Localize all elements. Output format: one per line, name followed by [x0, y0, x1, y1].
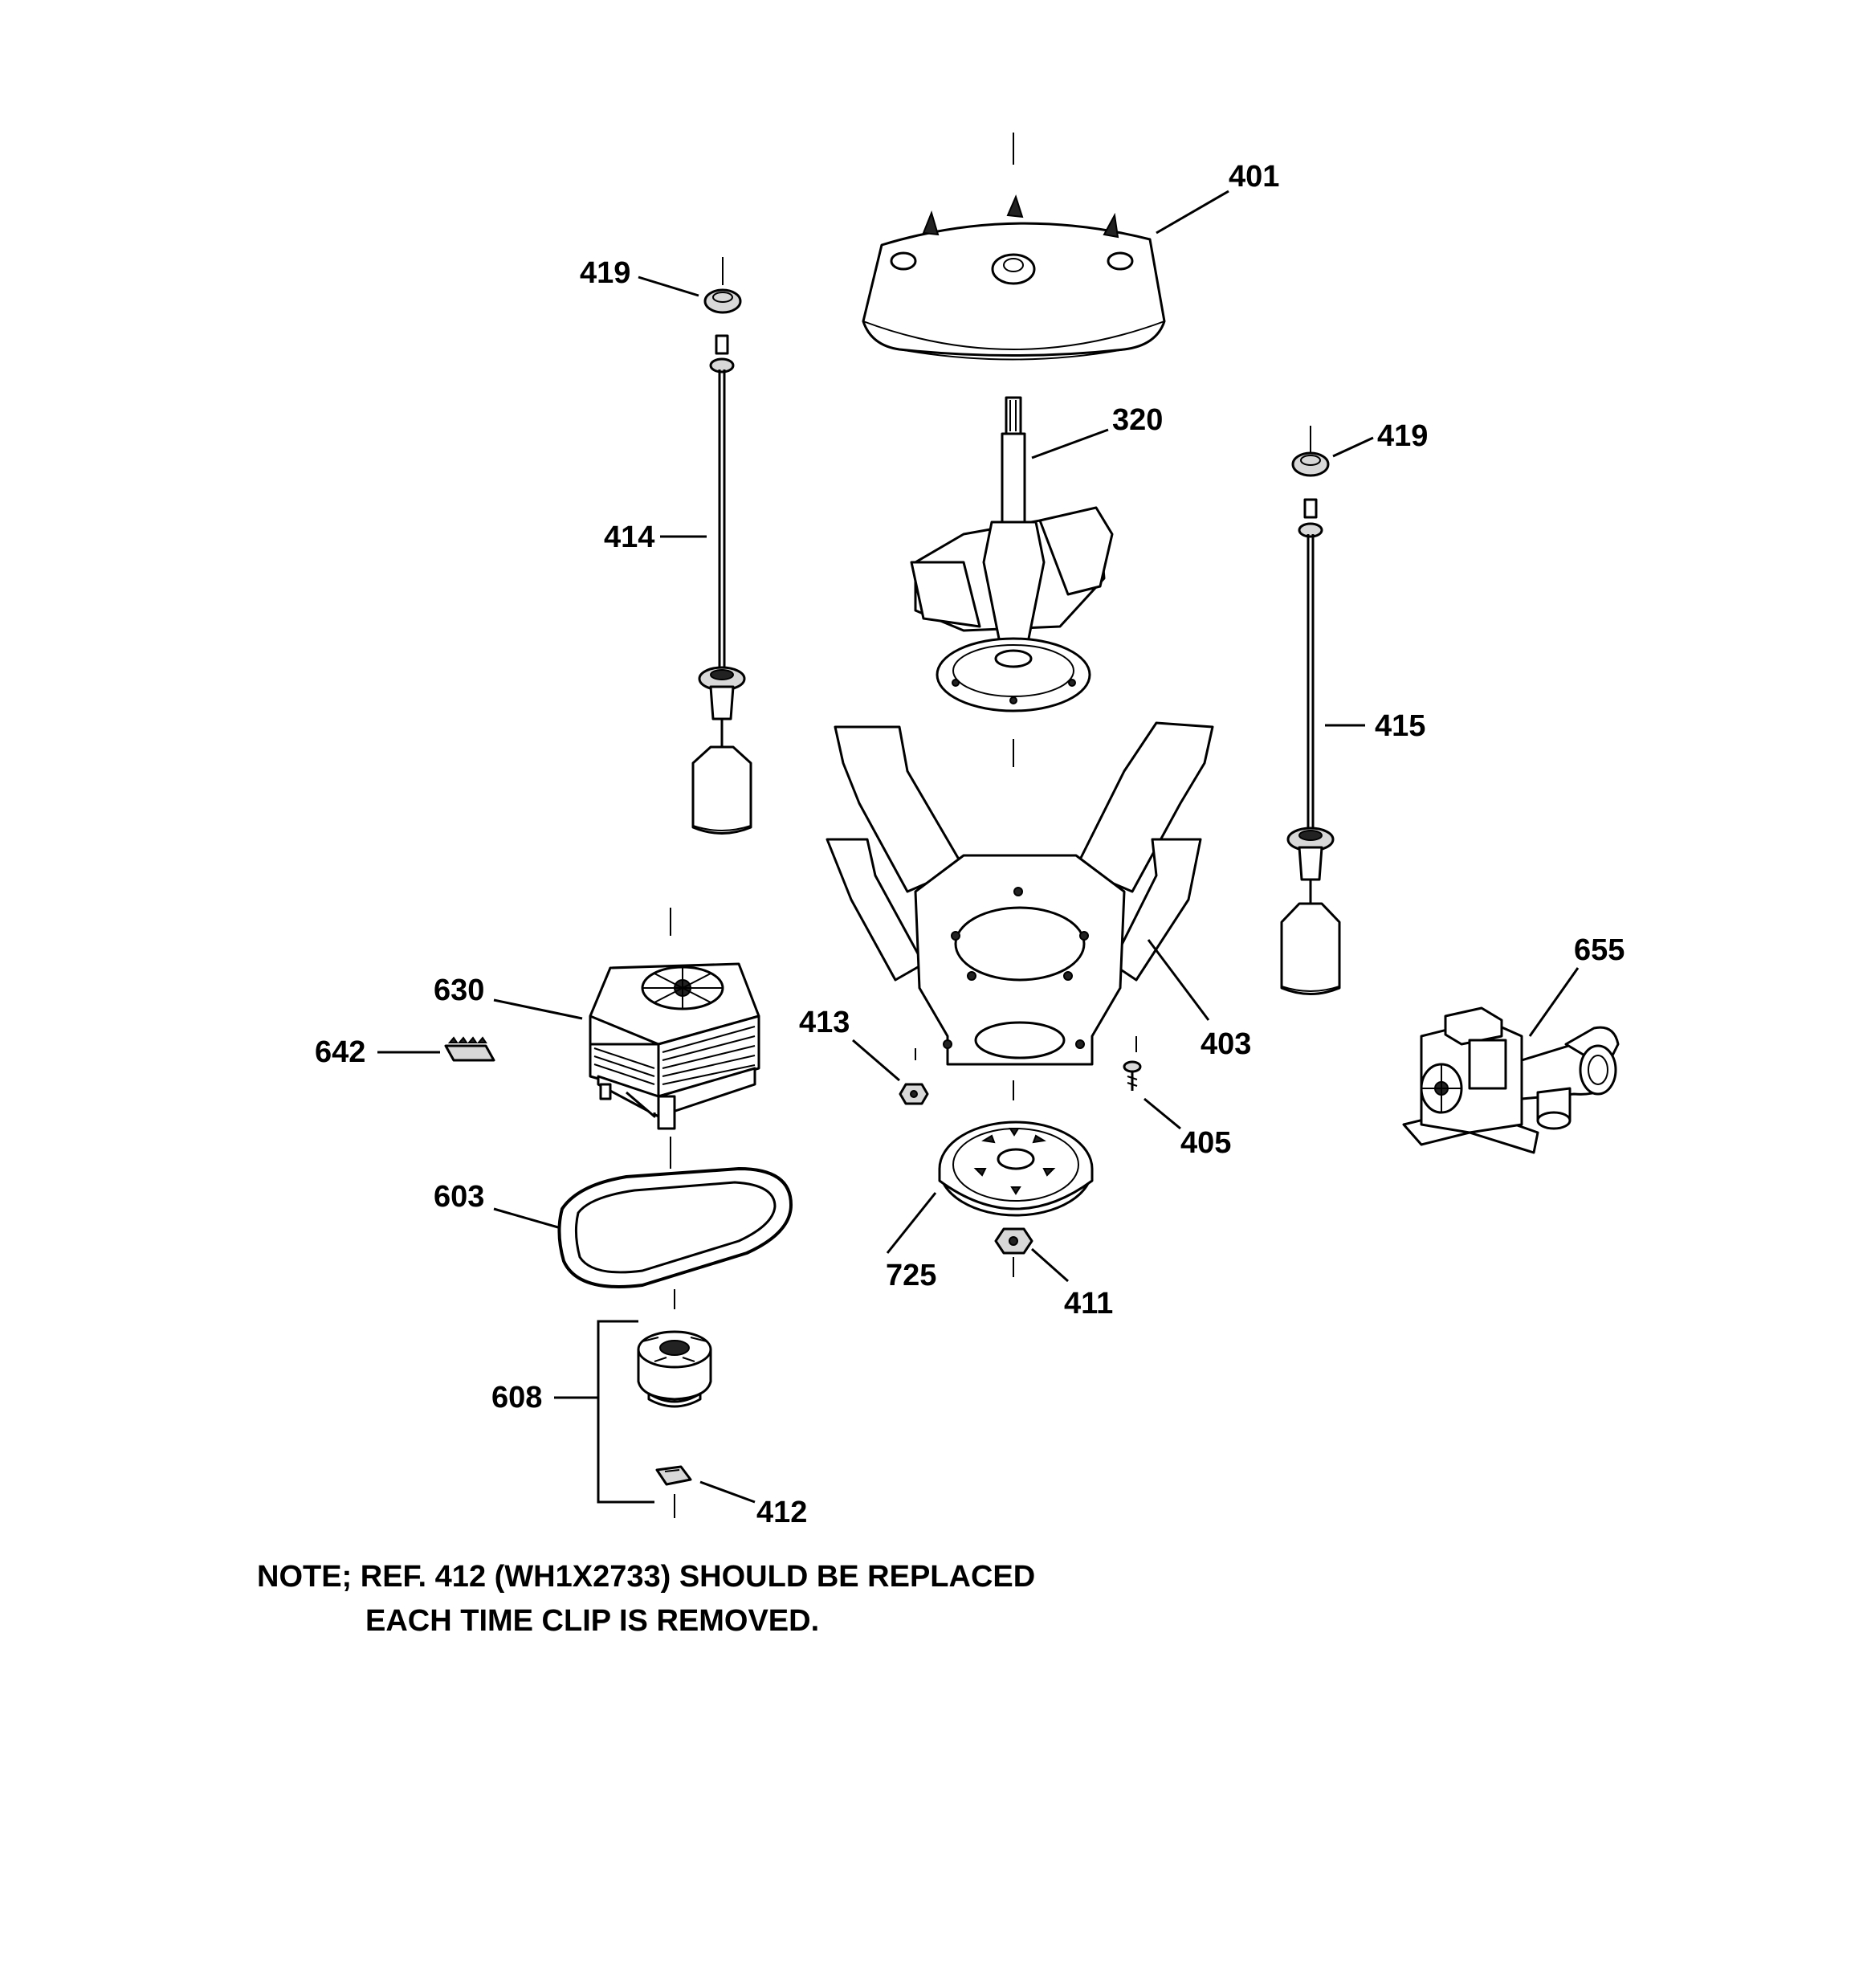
leader-419-left: [638, 276, 699, 297]
label-403: 403: [1201, 1027, 1251, 1061]
part-642-clip: [444, 1036, 495, 1062]
leader-403: [1147, 939, 1210, 1021]
label-725: 725: [886, 1259, 936, 1292]
label-414: 414: [604, 520, 654, 554]
part-412-clip: [655, 1465, 692, 1486]
leader-630: [493, 998, 583, 1020]
label-320: 320: [1112, 403, 1163, 437]
part-320-transmission: [910, 396, 1114, 712]
part-413-nut: [899, 1083, 929, 1105]
label-655: 655: [1574, 933, 1625, 967]
part-630-motor: [589, 962, 760, 1130]
label-411: 411: [1064, 1287, 1113, 1321]
leader-603: [493, 1207, 559, 1229]
label-608: 608: [491, 1381, 542, 1414]
label-603: 603: [434, 1180, 484, 1214]
part-603-belt: [557, 1167, 793, 1288]
label-405: 405: [1180, 1126, 1231, 1160]
part-405-screw: [1123, 1060, 1142, 1091]
label-419-right: 419: [1377, 419, 1428, 453]
part-401-shield: [862, 194, 1166, 361]
leader-412: [699, 1480, 756, 1504]
label-642: 642: [315, 1035, 365, 1069]
part-414-suspension-rod: [691, 334, 752, 835]
leader-413: [852, 1039, 900, 1082]
part-415-suspension-rod: [1280, 498, 1341, 995]
leader-725: [886, 1192, 937, 1254]
part-608-motor-pulley: [637, 1330, 712, 1408]
part-411-nut: [994, 1227, 1033, 1255]
part-403-suspension-bracket: [826, 721, 1214, 1066]
label-415: 415: [1375, 709, 1425, 743]
part-419-left-cap: [703, 288, 742, 314]
note-line-1: NOTE; REF. 412 (WH1X2733) SHOULD BE REPL…: [257, 1560, 1035, 1594]
part-725-pulley: [938, 1121, 1094, 1217]
leader-405: [1143, 1097, 1181, 1130]
part-655-water-valve: [1402, 1006, 1620, 1154]
leader-419-right: [1332, 436, 1374, 458]
note-line-2: EACH TIME CLIP IS REMOVED.: [365, 1604, 819, 1638]
label-630: 630: [434, 974, 484, 1007]
part-419-right-cap: [1291, 451, 1330, 477]
leader-655: [1528, 967, 1580, 1037]
leader-401: [1156, 190, 1229, 235]
label-413: 413: [799, 1006, 850, 1039]
bracket-608: [554, 1320, 654, 1504]
leader-411: [1031, 1247, 1069, 1283]
label-401: 401: [1229, 160, 1279, 194]
label-419-left: 419: [580, 256, 630, 290]
label-412: 412: [756, 1496, 807, 1529]
leader-320: [1031, 428, 1109, 459]
